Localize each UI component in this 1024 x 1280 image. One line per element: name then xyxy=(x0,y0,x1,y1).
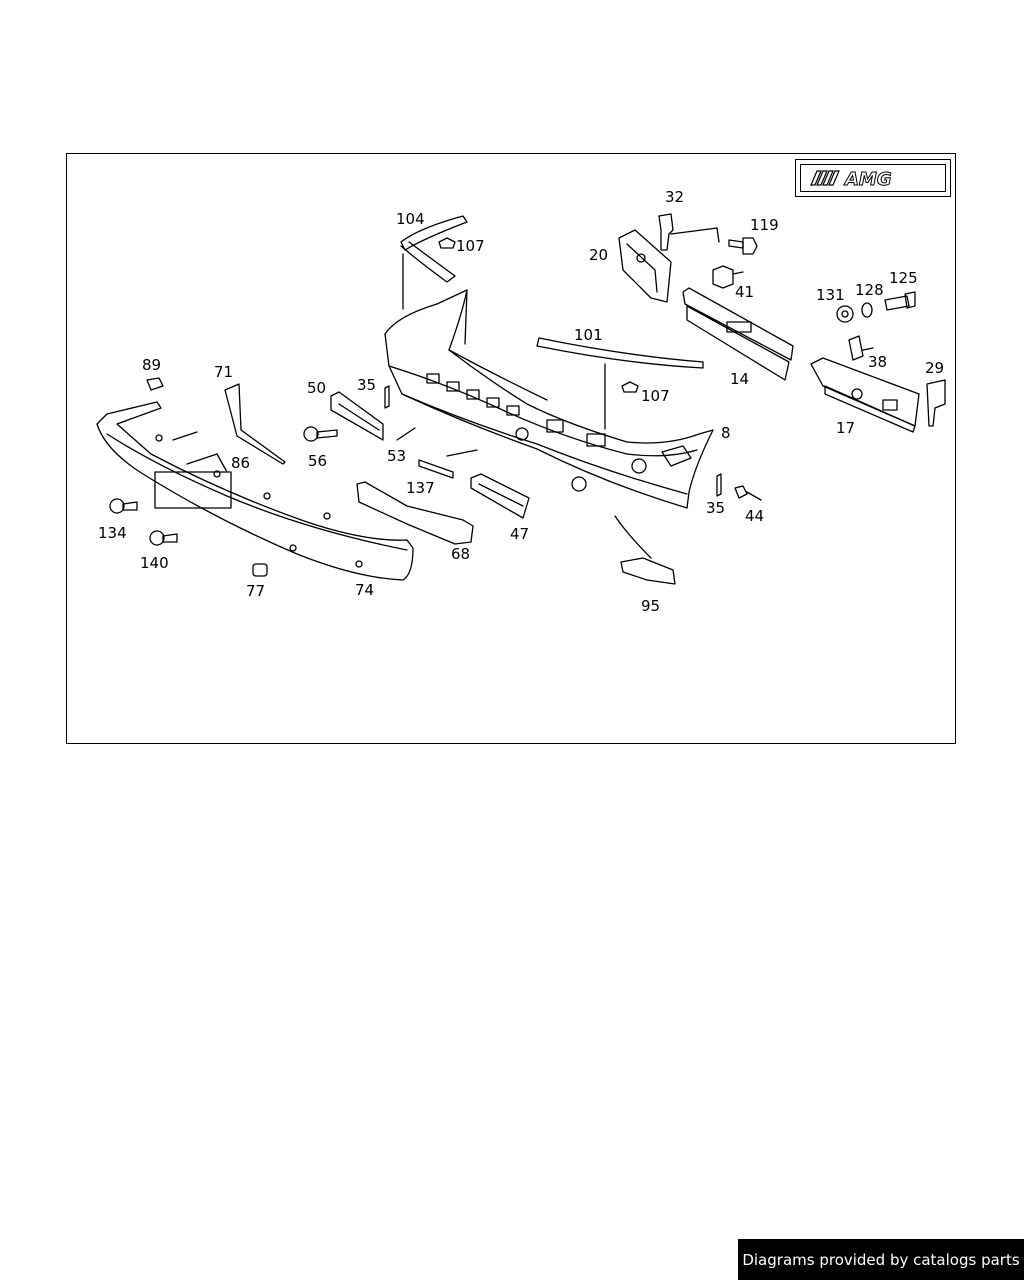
label-95: 95 xyxy=(641,597,660,615)
part-14-energy-absorber xyxy=(682,287,794,381)
part-71-side-trim xyxy=(224,383,286,465)
label-134: 134 xyxy=(98,524,127,542)
label-32: 32 xyxy=(665,188,684,206)
label-56: 56 xyxy=(308,452,327,470)
footer-text: Diagrams provided by catalogs parts xyxy=(742,1250,1020,1269)
label-125: 125 xyxy=(889,269,918,287)
label-131: 131 xyxy=(816,286,845,304)
label-53: 53 xyxy=(387,447,406,465)
part-47-grille-insert xyxy=(470,473,530,519)
part-137-emblem xyxy=(418,449,478,479)
part-140-screw xyxy=(149,530,178,546)
label-14: 14 xyxy=(730,370,749,388)
label-38: 38 xyxy=(868,353,887,371)
part-41-bracket xyxy=(712,265,744,289)
label-104: 104 xyxy=(396,210,425,228)
label-140: 140 xyxy=(140,554,169,572)
label-128: 128 xyxy=(855,281,884,299)
label-101: 101 xyxy=(574,326,603,344)
label-71: 71 xyxy=(214,363,233,381)
part-74-bumper-bar xyxy=(96,401,414,581)
label-50: 50 xyxy=(307,379,326,397)
part-119-bolt xyxy=(728,237,758,255)
label-107b: 107 xyxy=(641,387,670,405)
part-107-clip-lower xyxy=(621,381,639,393)
label-137: 137 xyxy=(406,479,435,497)
label-74: 74 xyxy=(355,581,374,599)
part-35-clip-upper xyxy=(384,385,390,409)
part-17-bumper-carrier xyxy=(810,357,920,433)
part-77-grommet xyxy=(252,563,268,577)
amg-logo-text: AMG xyxy=(843,169,892,190)
label-107: 107 xyxy=(456,237,485,255)
part-104-trim-strip xyxy=(400,215,468,310)
label-44: 44 xyxy=(745,507,764,525)
label-8: 8 xyxy=(721,424,731,442)
part-53-pin xyxy=(396,427,416,441)
part-68-lower-trim xyxy=(356,481,474,545)
label-86: 86 xyxy=(231,454,250,472)
part-125-bolt xyxy=(884,291,916,311)
part-95-bracket xyxy=(614,515,676,585)
part-44-push-pin xyxy=(734,485,762,501)
amg-logo-graphic: AMG xyxy=(810,169,892,191)
part-29-bracket xyxy=(926,379,946,427)
label-68: 68 xyxy=(451,545,470,563)
part-50-grille-insert xyxy=(330,391,384,441)
part-134-screw xyxy=(109,498,138,514)
label-20: 20 xyxy=(589,246,608,264)
part-128-washer xyxy=(861,302,873,318)
label-119: 119 xyxy=(750,216,779,234)
part-35-clip-lower xyxy=(716,473,722,497)
label-89: 89 xyxy=(142,356,161,374)
label-47: 47 xyxy=(510,525,529,543)
part-101-trim-strip xyxy=(536,337,704,369)
label-17: 17 xyxy=(836,419,855,437)
label-35b: 35 xyxy=(706,499,725,517)
part-8-bumper-cover xyxy=(384,289,714,509)
footer-banner: Diagrams provided by catalogs parts xyxy=(738,1239,1024,1280)
bumper-exploded-diagram: 104 107 32 119 20 41 131 128 125 101 89 … xyxy=(96,188,946,615)
diagram-frame: 104 107 32 119 20 41 131 128 125 101 89 … xyxy=(66,153,956,744)
part-32-bracket xyxy=(658,213,720,251)
part-38-bracket xyxy=(848,335,874,361)
part-131-washer xyxy=(836,305,854,323)
label-41: 41 xyxy=(735,283,754,301)
part-20-mount-bracket xyxy=(618,229,672,303)
label-29: 29 xyxy=(925,359,944,377)
amg-logo: AMG xyxy=(795,159,951,197)
part-56-screw xyxy=(303,426,338,442)
label-77: 77 xyxy=(246,582,265,600)
part-89-clip xyxy=(146,377,164,391)
label-35: 35 xyxy=(357,376,376,394)
part-107-clip-upper xyxy=(438,237,456,249)
